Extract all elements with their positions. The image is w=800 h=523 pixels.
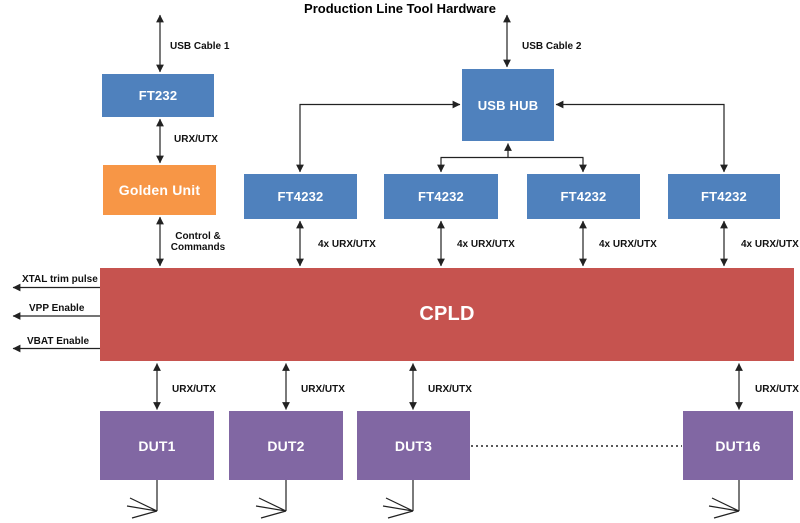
block-dut1: DUT1 [100,411,214,480]
diagram-title: Production Line Tool Hardware [304,1,496,16]
block-dut16: DUT16 [683,411,793,480]
label-vpp-enable: VPP Enable [29,303,85,314]
block-ft4232-1: FT4232 [244,174,357,219]
label-urx-utx-dut3: URX/UTX [428,384,472,395]
label-usb-cable-1: USB Cable 1 [170,41,230,52]
label-control-commands: Control & Commands [170,231,226,253]
label-4x-urx-utx-2: 4x URX/UTX [457,239,515,250]
label-4x-urx-utx-3: 4x URX/UTX [599,239,657,250]
label-xtal-trim-pulse: XTAL trim pulse [22,274,98,285]
label-4x-urx-utx-1: 4x URX/UTX [318,239,376,250]
label-urx-utx-dut2: URX/UTX [301,384,345,395]
label-urx-utx-ft232: URX/UTX [174,134,218,145]
ground-icon-dut3 [382,480,414,519]
block-cpld: CPLD [100,268,794,361]
block-ft232: FT232 [102,74,214,117]
block-dut3: DUT3 [357,411,470,480]
label-urx-utx-dut16: URX/UTX [755,384,799,395]
block-golden-unit: Golden Unit [103,165,216,215]
ground-icon-dut2 [255,480,287,519]
block-ft4232-3: FT4232 [527,174,640,219]
connector-hub-ft4232-4 [555,100,728,173]
ground-icon-dut1 [126,480,158,519]
block-ft4232-4: FT4232 [668,174,780,219]
ground-icon-dut16 [708,480,740,519]
block-dut2: DUT2 [229,411,343,480]
label-4x-urx-utx-4: 4x URX/UTX [741,239,799,250]
block-ft4232-2: FT4232 [384,174,498,219]
label-urx-utx-dut1: URX/UTX [172,384,216,395]
block-usb-hub: USB HUB [462,69,554,141]
label-vbat-enable: VBAT Enable [27,336,90,347]
label-usb-cable-2: USB Cable 2 [522,41,582,52]
connector-hub-ft4232-1 [296,100,461,173]
